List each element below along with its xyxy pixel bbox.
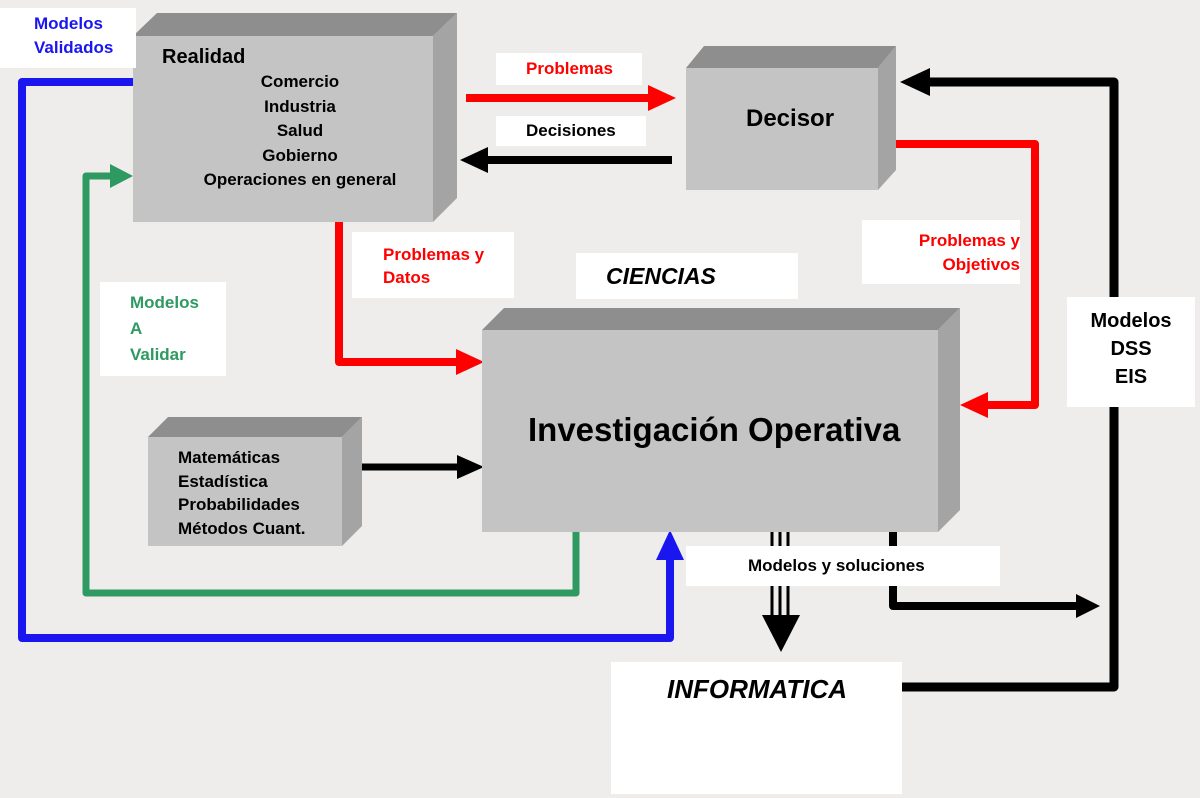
label-line: DSS xyxy=(1110,338,1152,360)
label-line: Modelos xyxy=(34,14,103,33)
label-line: Problemas y xyxy=(383,245,485,264)
box-decisor xyxy=(686,46,896,190)
label-line: Modelos xyxy=(1090,310,1172,332)
informatica-box: INFORMATICA xyxy=(611,662,902,794)
box-matematicas xyxy=(148,417,362,546)
realidad-item: Industria xyxy=(264,96,336,116)
label-modelos-dss-eis: Modelos DSS EIS xyxy=(1067,297,1195,407)
label-modelos-soluciones: Modelos y soluciones xyxy=(686,546,1000,586)
edge-problemas-objetivos xyxy=(893,140,1039,418)
edge-modelos-validados xyxy=(18,78,684,642)
realidad-item: Gobierno xyxy=(262,145,338,165)
realidad-item: Operaciones en general xyxy=(203,170,397,189)
label-problemas-datos: Problemas y Datos xyxy=(352,232,514,298)
matematicas-item: Estadística xyxy=(178,471,268,491)
label-problemas: Problemas xyxy=(496,53,642,85)
realidad-items: Comercio Industria Salud Gobierno Operac… xyxy=(180,70,420,193)
ciencias-label: CIENCIAS xyxy=(576,253,798,299)
investigacion-title: Investigación Operativa xyxy=(528,411,901,448)
label-line: Validados xyxy=(34,38,114,57)
edge-problemas xyxy=(466,85,676,111)
matematicas-item: Matemáticas xyxy=(178,448,281,467)
edge-matematicas xyxy=(354,455,484,479)
matematicas-item: Probabilidades xyxy=(178,495,300,514)
matematicas-item: Métodos Cuant. xyxy=(178,518,306,538)
edge-problemas-datos xyxy=(335,222,484,375)
box-investigacion xyxy=(482,308,960,532)
label-decisiones: Decisiones xyxy=(496,116,646,146)
matematicas-items: Matemáticas Estadística Probabilidades M… xyxy=(178,446,306,540)
label-modelos-validados: Modelos Validados xyxy=(0,8,136,68)
label-line: A xyxy=(130,319,143,338)
label-line: Problemas y xyxy=(918,231,1020,250)
label-line: Modelos xyxy=(130,293,199,312)
realidad-title: Realidad xyxy=(162,46,246,68)
realidad-item: Salud xyxy=(276,121,324,140)
label-line: Objetivos xyxy=(942,255,1020,274)
label-problemas-objetivos: Problemas y Objetivos xyxy=(862,220,1020,284)
edge-decisiones xyxy=(460,147,672,173)
decisor-title: Decisor xyxy=(746,105,835,132)
label-line: Datos xyxy=(383,268,431,287)
label-line: EIS xyxy=(1114,366,1148,388)
label-modelos-a-validar: Modelos A Validar xyxy=(100,282,226,376)
edge-modelos-a-validar xyxy=(82,164,580,597)
realidad-item: Comercio xyxy=(260,72,340,91)
box-realidad xyxy=(133,13,457,222)
label-line: Validar xyxy=(130,345,186,364)
